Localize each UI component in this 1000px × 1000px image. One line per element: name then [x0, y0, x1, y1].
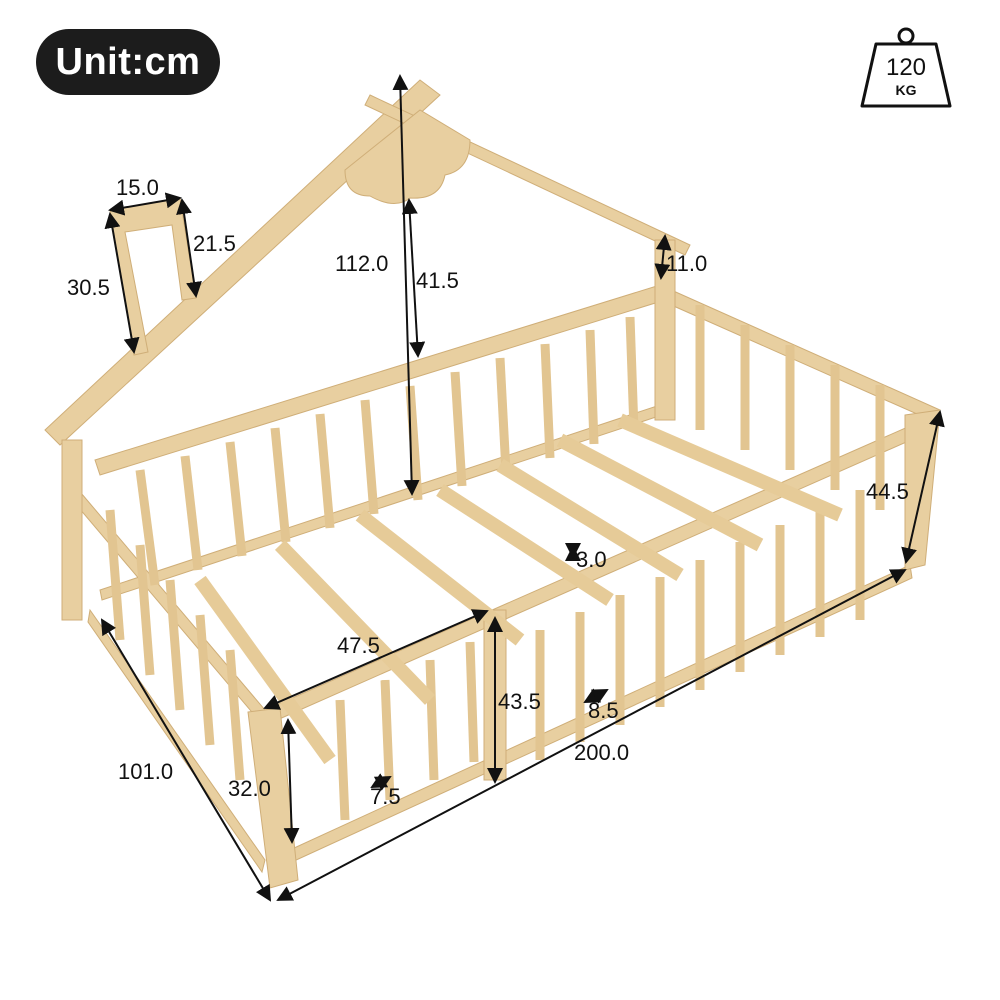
dim-front-fence-height: 43.5	[498, 689, 541, 714]
dim-slat-thickness: 3.0	[576, 547, 607, 572]
dim-width: 101.0	[118, 759, 174, 784]
dim-chimney-short: 21.5	[193, 231, 236, 256]
weight-value: 120	[885, 54, 927, 81]
dim-gate-width: 47.5	[337, 633, 380, 658]
dim-gate-height: 32.0	[228, 776, 271, 801]
dim-spindle-gap-gate: 7.5	[370, 784, 401, 809]
dim-chimney-width: 15.0	[116, 175, 159, 200]
unit-label: Unit:cm	[55, 40, 201, 83]
weight-capacity-badge: 120 KG	[856, 26, 956, 110]
weight-unit: KG	[895, 82, 917, 98]
dim-spindle-gap-front: 8.5	[588, 698, 619, 723]
dim-gable-to-rail: 41.5	[416, 268, 459, 293]
dim-length: 200.0	[574, 740, 630, 765]
dim-total-height: 112.0	[335, 251, 389, 276]
unit-badge: Unit:cm	[36, 29, 220, 95]
dim-post-above-rail: 11.0	[666, 251, 708, 276]
dim-side-fence-height: 44.5	[866, 479, 909, 504]
dim-chimney-tall: 30.5	[67, 275, 110, 300]
weight-icon	[860, 27, 952, 108]
